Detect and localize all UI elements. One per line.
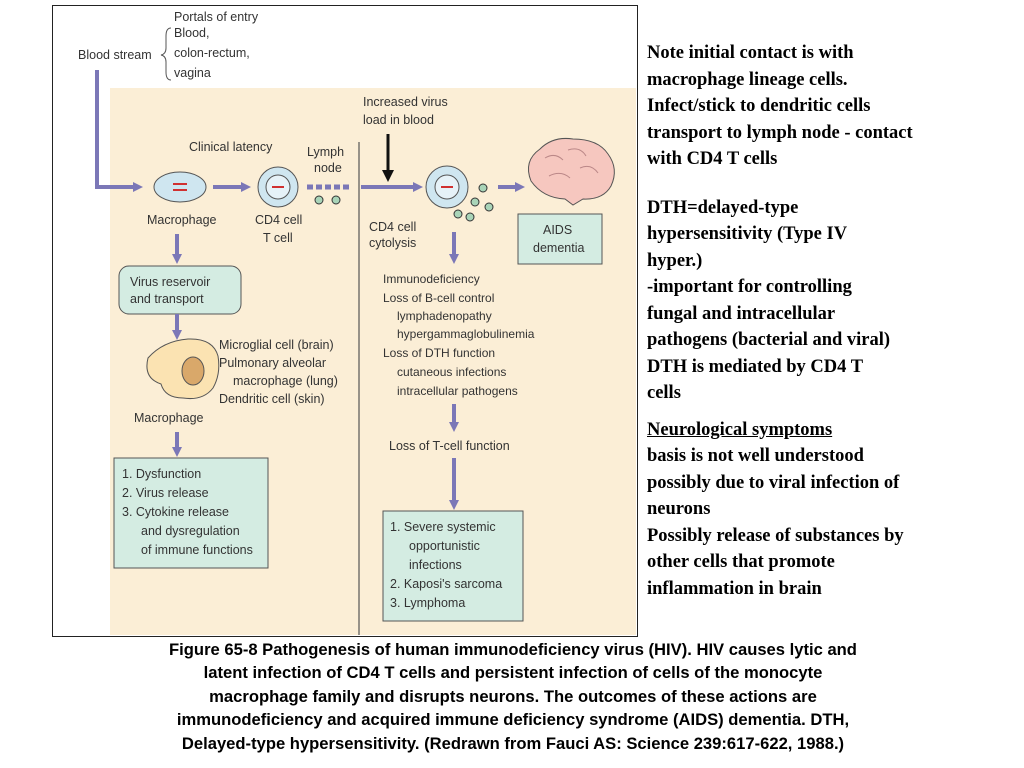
- lymph-label-2: node: [314, 161, 342, 175]
- note-line: DTH=delayed-type: [647, 197, 799, 218]
- caption-line: latent infection of CD4 T cells and pers…: [203, 663, 823, 683]
- outcome-left-3: 3. Cytokine release: [122, 505, 229, 519]
- blood-stream-arrow: [95, 70, 143, 192]
- caption-line: Delayed-type hypersensitivity. (Redrawn …: [181, 733, 845, 753]
- cd4-label-1: CD4 cell: [255, 213, 302, 227]
- virus-reservoir-2: and transport: [130, 292, 204, 306]
- note-line: with CD4 T cells: [647, 149, 778, 169]
- note-line: -important for controlling: [647, 277, 852, 297]
- note-line: hypersensitivity (Type IV: [647, 224, 848, 244]
- virion-b: [470, 197, 480, 207]
- immuno-line-7: intracellular pathogens: [397, 384, 518, 398]
- aids-dementia-1: AIDS: [543, 223, 572, 237]
- notes-panel: Note initial contact is with macrophage …: [647, 40, 987, 602]
- note-line: basis is not well understood: [647, 446, 864, 466]
- note-line: neurons: [647, 499, 711, 519]
- brain-illustration: [528, 138, 615, 206]
- immuno-line-3: lymphadenopathy: [397, 309, 492, 323]
- immuno-line-1: Immunodeficiency: [383, 272, 480, 286]
- caption-line: immunodeficiency and acquired immune def…: [176, 710, 850, 730]
- figure-panel: Portals of entry Blood, colon-rectum, va…: [52, 5, 638, 637]
- increased-virus-1: Increased virus: [363, 95, 448, 109]
- portals-line-2: colon-rectum,: [174, 46, 250, 60]
- note-line: macrophage lineage cells.: [647, 69, 848, 90]
- outcomes-right-box: [382, 510, 524, 622]
- portals-line-3: vagina: [174, 66, 211, 80]
- lymph-virion-1: [314, 195, 324, 205]
- virion-c: [484, 202, 494, 212]
- cd4-label-2: T cell: [263, 231, 293, 245]
- outcome-left-5: of immune functions: [141, 543, 253, 557]
- cd4-cytolysis-2: cytolysis: [369, 236, 416, 250]
- tissue-line-1: Microglial cell (brain): [219, 338, 334, 352]
- immuno-line-6: cutaneous infections: [397, 365, 506, 379]
- outcome-right-2: opportunistic: [409, 539, 480, 553]
- clinical-latency-label: Clinical latency: [189, 140, 273, 154]
- increased-virus-2: load in blood: [363, 113, 434, 127]
- outcome-left-1: 1. Dysfunction: [122, 467, 201, 481]
- note-line: Possibly release of substances by: [647, 525, 904, 546]
- note-line: possibly due to viral infection of: [647, 472, 900, 493]
- virus-reservoir-1: Virus reservoir: [130, 275, 210, 289]
- virion-e: [465, 212, 475, 222]
- hiv-pathogenesis-diagram: Portals of entry Blood, colon-rectum, va…: [78, 10, 636, 635]
- outcome-left-2: 2. Virus release: [122, 486, 209, 500]
- figure-caption: Figure 65-8 Pathogenesis of human immuno…: [80, 638, 946, 755]
- outcomes-left-box: [113, 457, 269, 569]
- blood-stream-label: Blood stream: [78, 48, 152, 62]
- portals-title: Portals of entry: [174, 10, 259, 24]
- macrophage-cell: [153, 171, 207, 203]
- aids-dementia-2: dementia: [533, 241, 584, 255]
- note-line: fungal and intracellular: [647, 303, 836, 324]
- outcome-right-3: infections: [409, 558, 462, 572]
- immuno-line-4: hypergammaglobulinemia: [397, 327, 535, 341]
- outcome-right-4: 2. Kaposi's sarcoma: [390, 577, 502, 591]
- portals-brace: [160, 27, 172, 81]
- note-line: hyper.): [647, 250, 703, 271]
- immuno-line-2: Loss of B-cell control: [383, 291, 494, 305]
- tissue-line-3: macrophage (lung): [233, 374, 338, 388]
- neuro-heading: Neurological symptoms: [647, 419, 833, 440]
- virion-a: [478, 183, 488, 193]
- lymph-label-1: Lymph: [307, 145, 344, 159]
- note-line: other cells that promote: [647, 552, 835, 572]
- lymph-virion-2: [331, 195, 341, 205]
- virus-reservoir-box: [118, 265, 242, 315]
- note-line: cells: [647, 383, 681, 403]
- brain-folds: [544, 148, 599, 179]
- note-line: inflammation in brain: [647, 578, 822, 599]
- outcome-right-1: 1. Severe systemic: [390, 520, 496, 534]
- caption-line: macrophage family and disrupts neurons. …: [209, 686, 817, 706]
- tissue-line-2: Pulmonary alveolar: [219, 356, 326, 370]
- aids-dementia-box: [517, 213, 603, 265]
- outcome-left-4: and dysregulation: [141, 524, 240, 538]
- note-line: transport to lymph node - contact: [647, 122, 913, 143]
- note-line: DTH is mediated by CD4 T: [647, 356, 864, 377]
- note-line: Note initial contact is with: [647, 43, 854, 63]
- macrophage-bottom-label: Macrophage: [134, 411, 204, 425]
- outcome-right-5: 3. Lymphoma: [390, 596, 465, 610]
- caption-line: Figure 65-8 Pathogenesis of human immuno…: [169, 640, 857, 659]
- immuno-line-5: Loss of DTH function: [383, 346, 495, 360]
- cd4-cytolysis-1: CD4 cell: [369, 220, 416, 234]
- tissue-macrophage-nucleus: [181, 356, 205, 386]
- tissue-line-4: Dendritic cell (skin): [219, 392, 325, 406]
- note-line: Infect/stick to dendritic cells: [647, 96, 871, 116]
- portals-line-1: Blood,: [174, 26, 209, 40]
- loss-tcell-label: Loss of T-cell function: [389, 439, 510, 453]
- virion-d: [453, 209, 463, 219]
- macrophage-virus: [173, 183, 187, 191]
- macrophage-label: Macrophage: [147, 213, 217, 227]
- note-line: pathogens (bacterial and viral): [647, 330, 891, 350]
